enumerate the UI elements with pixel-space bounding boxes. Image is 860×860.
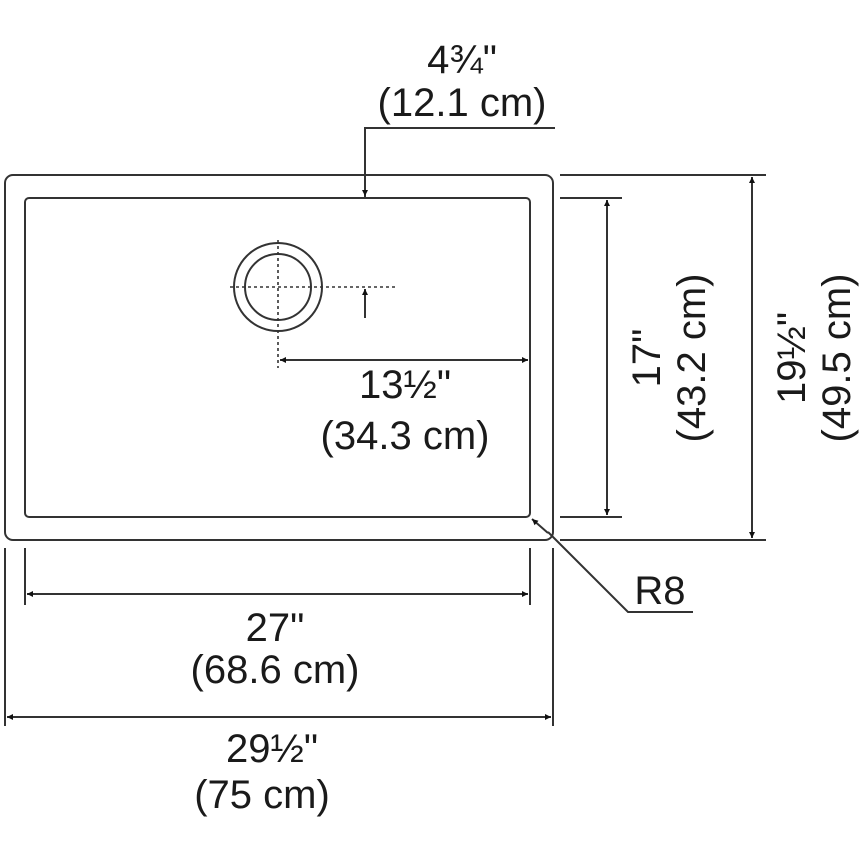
outer-depth-dimension: 19½" (49.5 cm) (560, 174, 859, 541)
inner-width-imperial: 27" (246, 606, 305, 650)
inner-width-dimension: 27" (68.6 cm) (24, 548, 531, 692)
drain-offset-side-metric: (34.3 cm) (321, 414, 490, 458)
drain-offset-side-dimension: 13½" (34.3 cm) (280, 357, 528, 458)
corner-radius-callout: R8 (531, 518, 693, 613)
inner-depth-metric: (43.2 cm) (670, 274, 714, 443)
inner-width-metric: (68.6 cm) (191, 648, 360, 692)
drain-offset-top-metric: (12.1 cm) (378, 81, 547, 125)
drain-offset-side-imperial: 13½" (359, 363, 451, 407)
outer-width-dimension: 29½" (75 cm) (4, 548, 554, 817)
drain-offset-top-dimension: 4¾" (12.1 cm) (362, 38, 555, 318)
inner-depth-imperial: 17" (625, 329, 669, 388)
drain (230, 240, 395, 368)
corner-radius-label: R8 (634, 569, 685, 613)
sink-outer-outline (4, 174, 554, 541)
outer-depth-imperial: 19½" (770, 312, 814, 404)
drain-offset-top-imperial: 4¾" (427, 38, 497, 82)
outer-depth-metric: (49.5 cm) (815, 274, 859, 443)
outer-width-imperial: 29½" (226, 727, 318, 771)
inner-depth-dimension: 17" (43.2 cm) (560, 197, 714, 518)
outer-width-metric: (75 cm) (194, 773, 330, 817)
sink-inner-bowl (24, 197, 531, 518)
